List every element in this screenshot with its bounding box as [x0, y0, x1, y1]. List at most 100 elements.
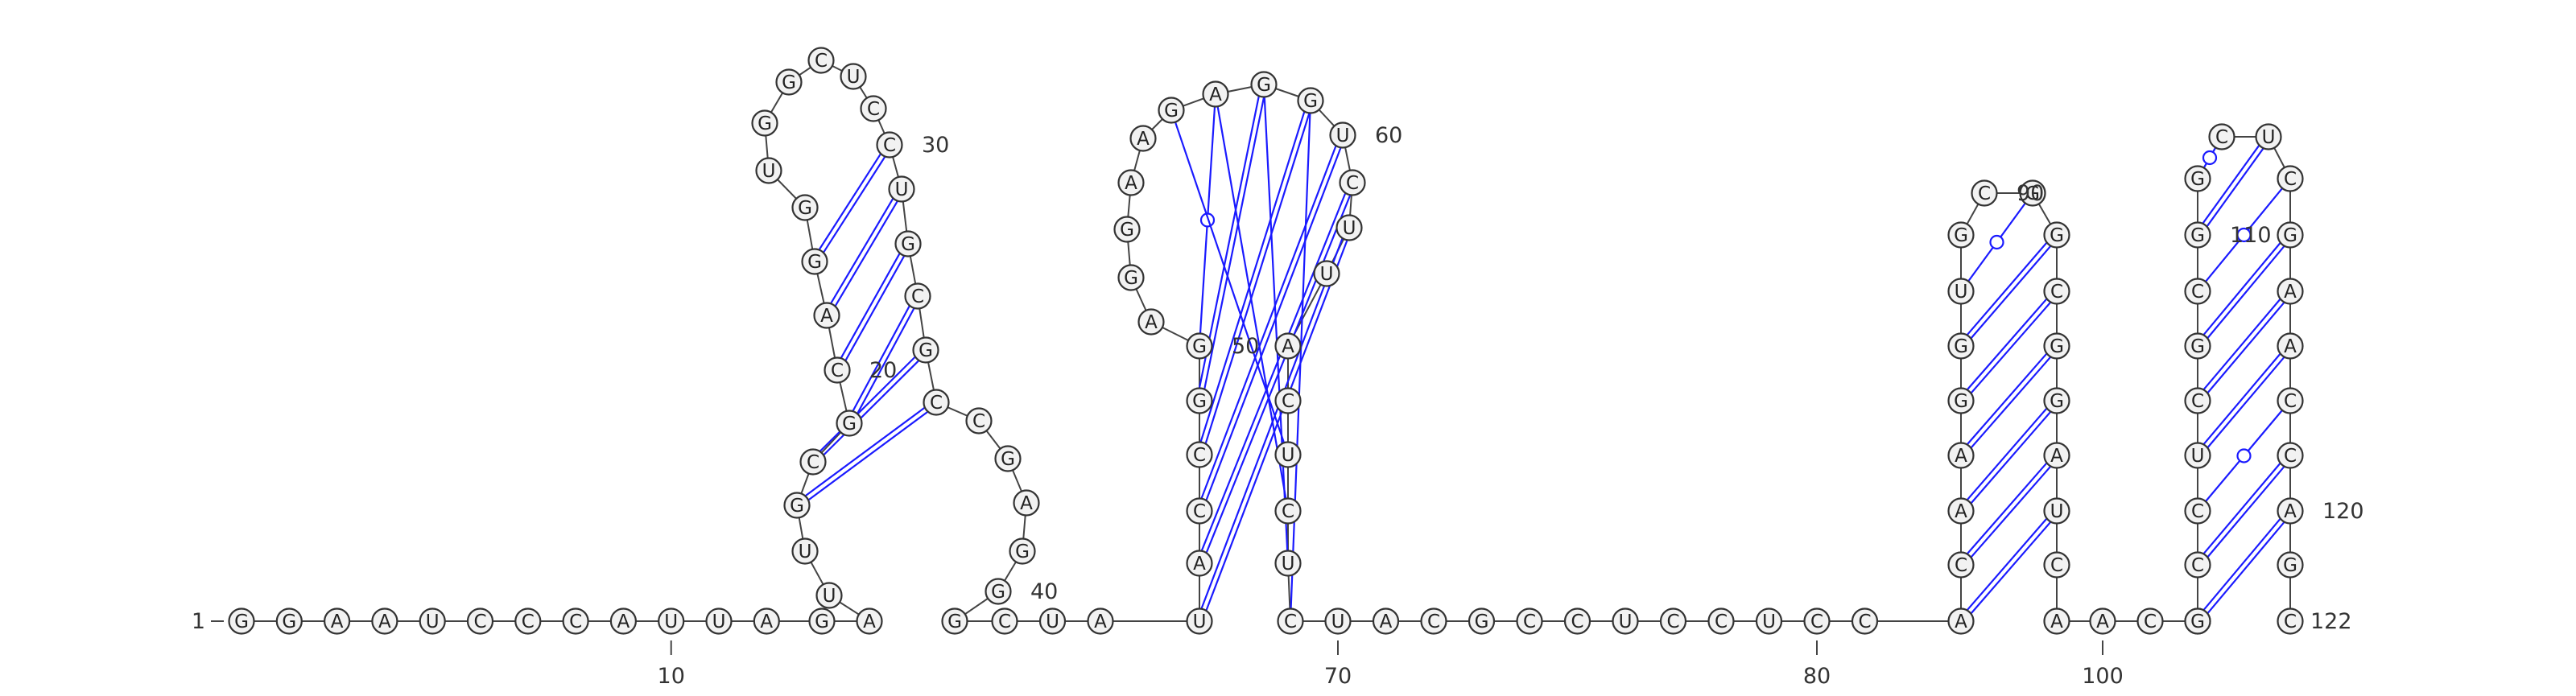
svg-text:G: G [782, 72, 796, 93]
svg-text:G: G [2283, 225, 2297, 246]
nucleotide: C [824, 356, 851, 384]
nucleotide: C [807, 47, 835, 74]
svg-text:G: G [758, 113, 772, 134]
base-pair-line [804, 406, 926, 497]
base-pair-line [2207, 302, 2285, 393]
base-pair-line [807, 410, 929, 501]
nucleotide: C [1947, 551, 1975, 579]
nucleotide: C [1186, 441, 1213, 468]
nucleotide: G [2184, 221, 2211, 249]
svg-text:G: G [842, 414, 857, 434]
nucleotide: G [894, 230, 922, 257]
svg-text:G: G [991, 582, 1005, 603]
base-pair-line [1966, 241, 2048, 336]
nucleotide: G [1186, 332, 1213, 360]
svg-text:C: C [998, 612, 1011, 632]
tertiary-pair-line [1263, 97, 1289, 551]
svg-text:G: G [901, 234, 915, 255]
svg-text:U: U [2050, 501, 2064, 522]
base-pair-line [2207, 521, 2285, 614]
nucleotide: G [1158, 97, 1185, 124]
svg-text:U: U [1619, 612, 1633, 632]
svg-text:C: C [1666, 612, 1679, 632]
svg-text:A: A [863, 612, 876, 632]
nucleotide: G [1297, 87, 1324, 114]
base-pair-line [1970, 466, 2052, 558]
svg-text:C: C [2284, 391, 2297, 412]
svg-text:C: C [1810, 612, 1823, 632]
svg-text:G: G [2190, 612, 2205, 632]
svg-text:C: C [807, 452, 819, 473]
nucleotide: A [813, 302, 840, 329]
svg-text:C: C [1955, 555, 1967, 576]
base-pair-line [1970, 411, 2052, 504]
svg-text:U: U [712, 612, 726, 632]
nucleotide: G [2277, 221, 2304, 249]
base-pair-line [1966, 462, 2048, 554]
nucleotide: C [1277, 607, 1304, 635]
nucleotide: G [941, 607, 968, 635]
nucleotide: C [1339, 169, 1366, 196]
nucleotide: U [1329, 121, 1356, 149]
nucleotide: G [228, 607, 255, 635]
svg-text:C: C [883, 135, 896, 156]
svg-text:G: G [1124, 268, 1138, 289]
svg-text:G: G [282, 612, 296, 632]
svg-text:C: C [2191, 391, 2204, 412]
wobble-pair-marker [2236, 448, 2252, 463]
svg-text:G: G [807, 252, 822, 273]
base-pair-line [2207, 466, 2285, 558]
svg-text:G: G [1257, 75, 1271, 96]
svg-text:C: C [473, 612, 486, 632]
nucleotide: U [1038, 607, 1067, 635]
base-pair-line [834, 200, 898, 307]
nucleotide: U [815, 582, 843, 609]
nucleotide: G [775, 68, 803, 96]
svg-text:G: G [1954, 336, 1968, 357]
nucleotide: G [2043, 332, 2070, 360]
svg-text:U: U [1955, 282, 1968, 303]
base-pair-line [1205, 147, 1342, 501]
svg-text:G: G [1164, 101, 1179, 121]
nucleotide: C [965, 407, 993, 434]
svg-text:C: C [1523, 612, 1536, 632]
nucleotide: A [1129, 125, 1157, 152]
svg-text:U: U [762, 161, 776, 182]
nucleotide: C [1851, 607, 1879, 635]
nucleotide: C [904, 282, 931, 310]
nucleotide: G [801, 248, 828, 275]
base-pair-line [1205, 240, 1348, 612]
svg-text:C: C [911, 286, 924, 307]
nucleotide: U [705, 607, 733, 635]
base-pair-line [2202, 463, 2281, 554]
nucleotide: G [1009, 537, 1036, 565]
nucleotide: U [755, 157, 782, 184]
svg-text:C: C [867, 99, 880, 120]
svg-text:A: A [2050, 446, 2063, 467]
nucleotide: U [888, 175, 915, 203]
nucleotide: U [1186, 607, 1213, 635]
svg-text:C: C [815, 51, 828, 72]
svg-text:G: G [1303, 91, 1318, 112]
nucleotide: C [1803, 607, 1831, 635]
svg-text:A: A [2096, 612, 2109, 632]
nucleotide: A [2043, 442, 2070, 469]
base-pair-line [2207, 356, 2285, 448]
svg-text:C: C [2215, 127, 2228, 148]
base-pair-line [1199, 111, 1306, 443]
nucleotide: G [2019, 179, 2046, 207]
nucleotide: A [2043, 607, 2070, 635]
svg-text:C: C [831, 360, 844, 381]
svg-text:G: G [1954, 225, 1968, 246]
wobble-pair-marker [1199, 212, 1216, 228]
svg-text:C: C [1427, 612, 1440, 632]
svg-text:G: G [2190, 336, 2205, 357]
tertiary-pair-line [1290, 113, 1311, 609]
nucleotide-number-label: 70 [1324, 664, 1352, 689]
nucleotide: C [1420, 607, 1447, 635]
base-pair-line [2202, 353, 2281, 445]
base-pair-line [830, 198, 894, 304]
nucleotide: A [1202, 80, 1229, 108]
